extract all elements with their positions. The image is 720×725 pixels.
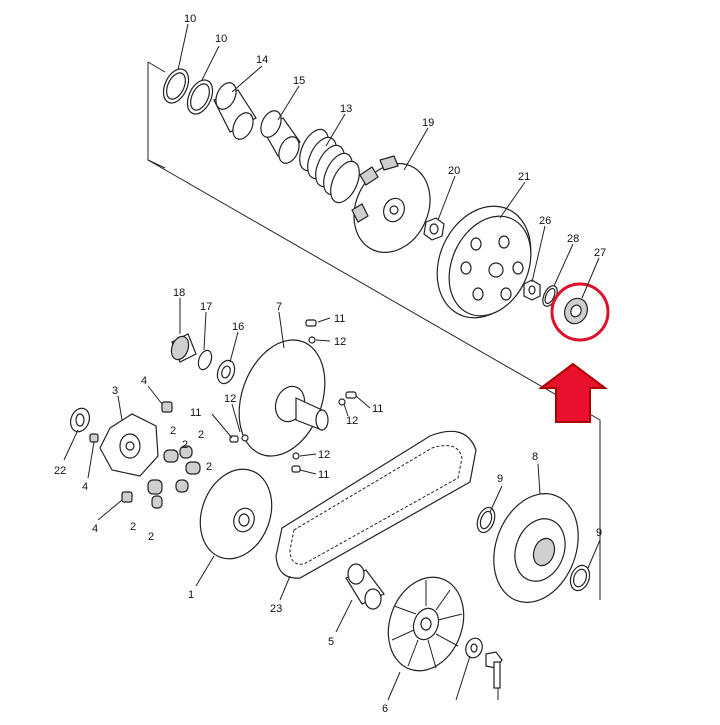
callout-12c: 12 — [346, 415, 358, 427]
callout-4b: 4 — [82, 481, 88, 493]
callout-8: 8 — [532, 451, 538, 463]
callout-28: 28 — [567, 233, 579, 245]
callout-labels: 10 10 14 15 13 19 20 21 26 28 27 18 17 1… — [54, 13, 606, 715]
callout-15: 15 — [293, 75, 305, 87]
callout-2f: 2 — [148, 531, 154, 543]
callout-1: 1 — [188, 589, 194, 601]
part-21-clutch-housing — [436, 205, 532, 319]
callout-27: 27 — [594, 247, 606, 259]
part-17-circlip — [197, 349, 213, 371]
part-16-seal — [216, 359, 236, 385]
callout-2a: 2 — [170, 425, 176, 437]
part-20-nut — [423, 217, 445, 241]
part-15-sleeve — [260, 110, 301, 164]
callout-10b: 10 — [215, 33, 227, 45]
callout-3: 3 — [112, 385, 118, 397]
callout-13: 13 — [340, 103, 352, 115]
part-10-ring-b — [186, 79, 214, 115]
callout-12b: 12 — [224, 393, 236, 405]
callout-22: 22 — [54, 465, 66, 477]
callout-26: 26 — [539, 215, 551, 227]
part-3-cam — [99, 413, 159, 477]
part-22-washer — [69, 407, 91, 433]
callout-11a: 11 — [334, 313, 345, 325]
callout-23: 23 — [270, 603, 282, 615]
highlight-circle — [550, 282, 610, 342]
callout-14: 14 — [256, 54, 268, 66]
leader-lines — [63, 23, 601, 701]
part-8-secondary-sheave — [493, 493, 579, 603]
callout-6: 6 — [382, 703, 388, 715]
callout-2b: 2 — [198, 429, 204, 441]
callout-19: 19 — [422, 117, 434, 129]
part-27-bearing — [564, 297, 588, 325]
callout-7: 7 — [276, 301, 282, 313]
part-19-clutch-carrier — [351, 155, 431, 253]
part-1-primary-sheave — [199, 468, 273, 560]
part-10-ring-a — [162, 68, 190, 104]
washer-bolt — [465, 637, 503, 689]
callout-16: 16 — [232, 321, 244, 333]
part-9-ring-b — [569, 564, 591, 592]
part-23-v-belt — [275, 430, 477, 579]
callout-5: 5 — [328, 636, 334, 648]
callout-17: 17 — [200, 301, 212, 313]
callout-4a: 4 — [141, 375, 147, 387]
part-6-fan — [387, 576, 465, 672]
callout-18: 18 — [173, 287, 185, 299]
callout-12a: 12 — [334, 336, 346, 348]
part-2-rollers — [147, 445, 201, 509]
callout-9a: 9 — [497, 473, 503, 485]
part-26-nut — [523, 279, 541, 301]
callout-10a: 10 — [184, 13, 196, 25]
pins-11-12 — [229, 319, 357, 473]
part-14-sleeve — [213, 82, 257, 140]
callout-12d: 12 — [318, 449, 330, 461]
callout-11d: 11 — [318, 469, 329, 481]
callout-2d: 2 — [206, 461, 212, 473]
callout-4c: 4 — [92, 523, 98, 535]
part-7-sliding-sheave — [238, 339, 329, 457]
boundary-lines — [147, 61, 601, 600]
callout-9b: 9 — [596, 527, 602, 539]
callout-11b: 11 — [372, 403, 383, 415]
part-5-collar — [345, 563, 385, 610]
up-arrow-icon — [538, 362, 608, 423]
callout-11c: 11 — [190, 407, 201, 419]
callout-2e: 2 — [130, 521, 136, 533]
part-13-spring — [299, 128, 360, 204]
callout-2c: 2 — [182, 439, 188, 451]
callout-21: 21 — [518, 171, 530, 183]
part-9-ring-a — [476, 506, 496, 534]
part-18-needle-bearing — [170, 333, 197, 363]
callout-20: 20 — [448, 165, 460, 177]
